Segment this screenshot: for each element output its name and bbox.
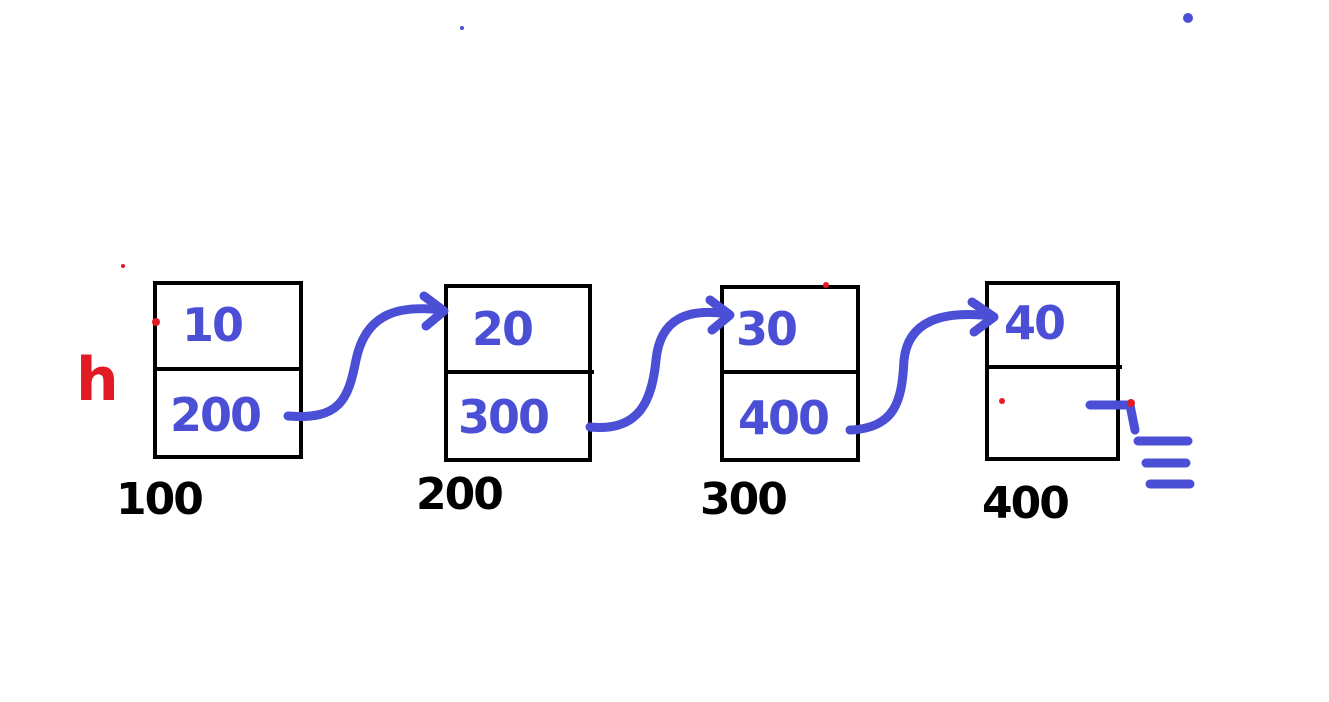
link-arrow-1 <box>283 304 447 421</box>
link-arrow-3 <box>845 310 997 435</box>
node-box-4 <box>985 281 1120 461</box>
arrow-head-3 <box>967 297 999 337</box>
node-value-2: 20 <box>472 302 534 356</box>
node-divider-2 <box>444 370 594 374</box>
ground-icon <box>1133 436 1195 489</box>
node-address-4: 400 <box>982 478 1070 529</box>
arrow-head-2 <box>705 295 735 335</box>
node-value-3: 30 <box>736 302 798 356</box>
node-address-2: 200 <box>416 469 504 520</box>
node-divider-4 <box>985 365 1122 369</box>
link-arrow-2 <box>585 307 733 432</box>
node-value-1: 10 <box>182 298 244 352</box>
node-divider-3 <box>720 370 860 374</box>
null-pointer-line <box>1085 400 1140 435</box>
node-address-3: 300 <box>700 474 788 525</box>
head-label: h <box>76 345 119 415</box>
node-next-2: 300 <box>458 390 550 444</box>
node-next-1: 200 <box>170 388 262 442</box>
node-divider-1 <box>153 367 303 371</box>
node-address-1: 100 <box>116 474 204 525</box>
node-value-4: 40 <box>1004 296 1066 350</box>
arrow-head-1 <box>419 291 449 331</box>
node-next-3: 400 <box>738 391 830 445</box>
stray-marks <box>121 13 1193 407</box>
